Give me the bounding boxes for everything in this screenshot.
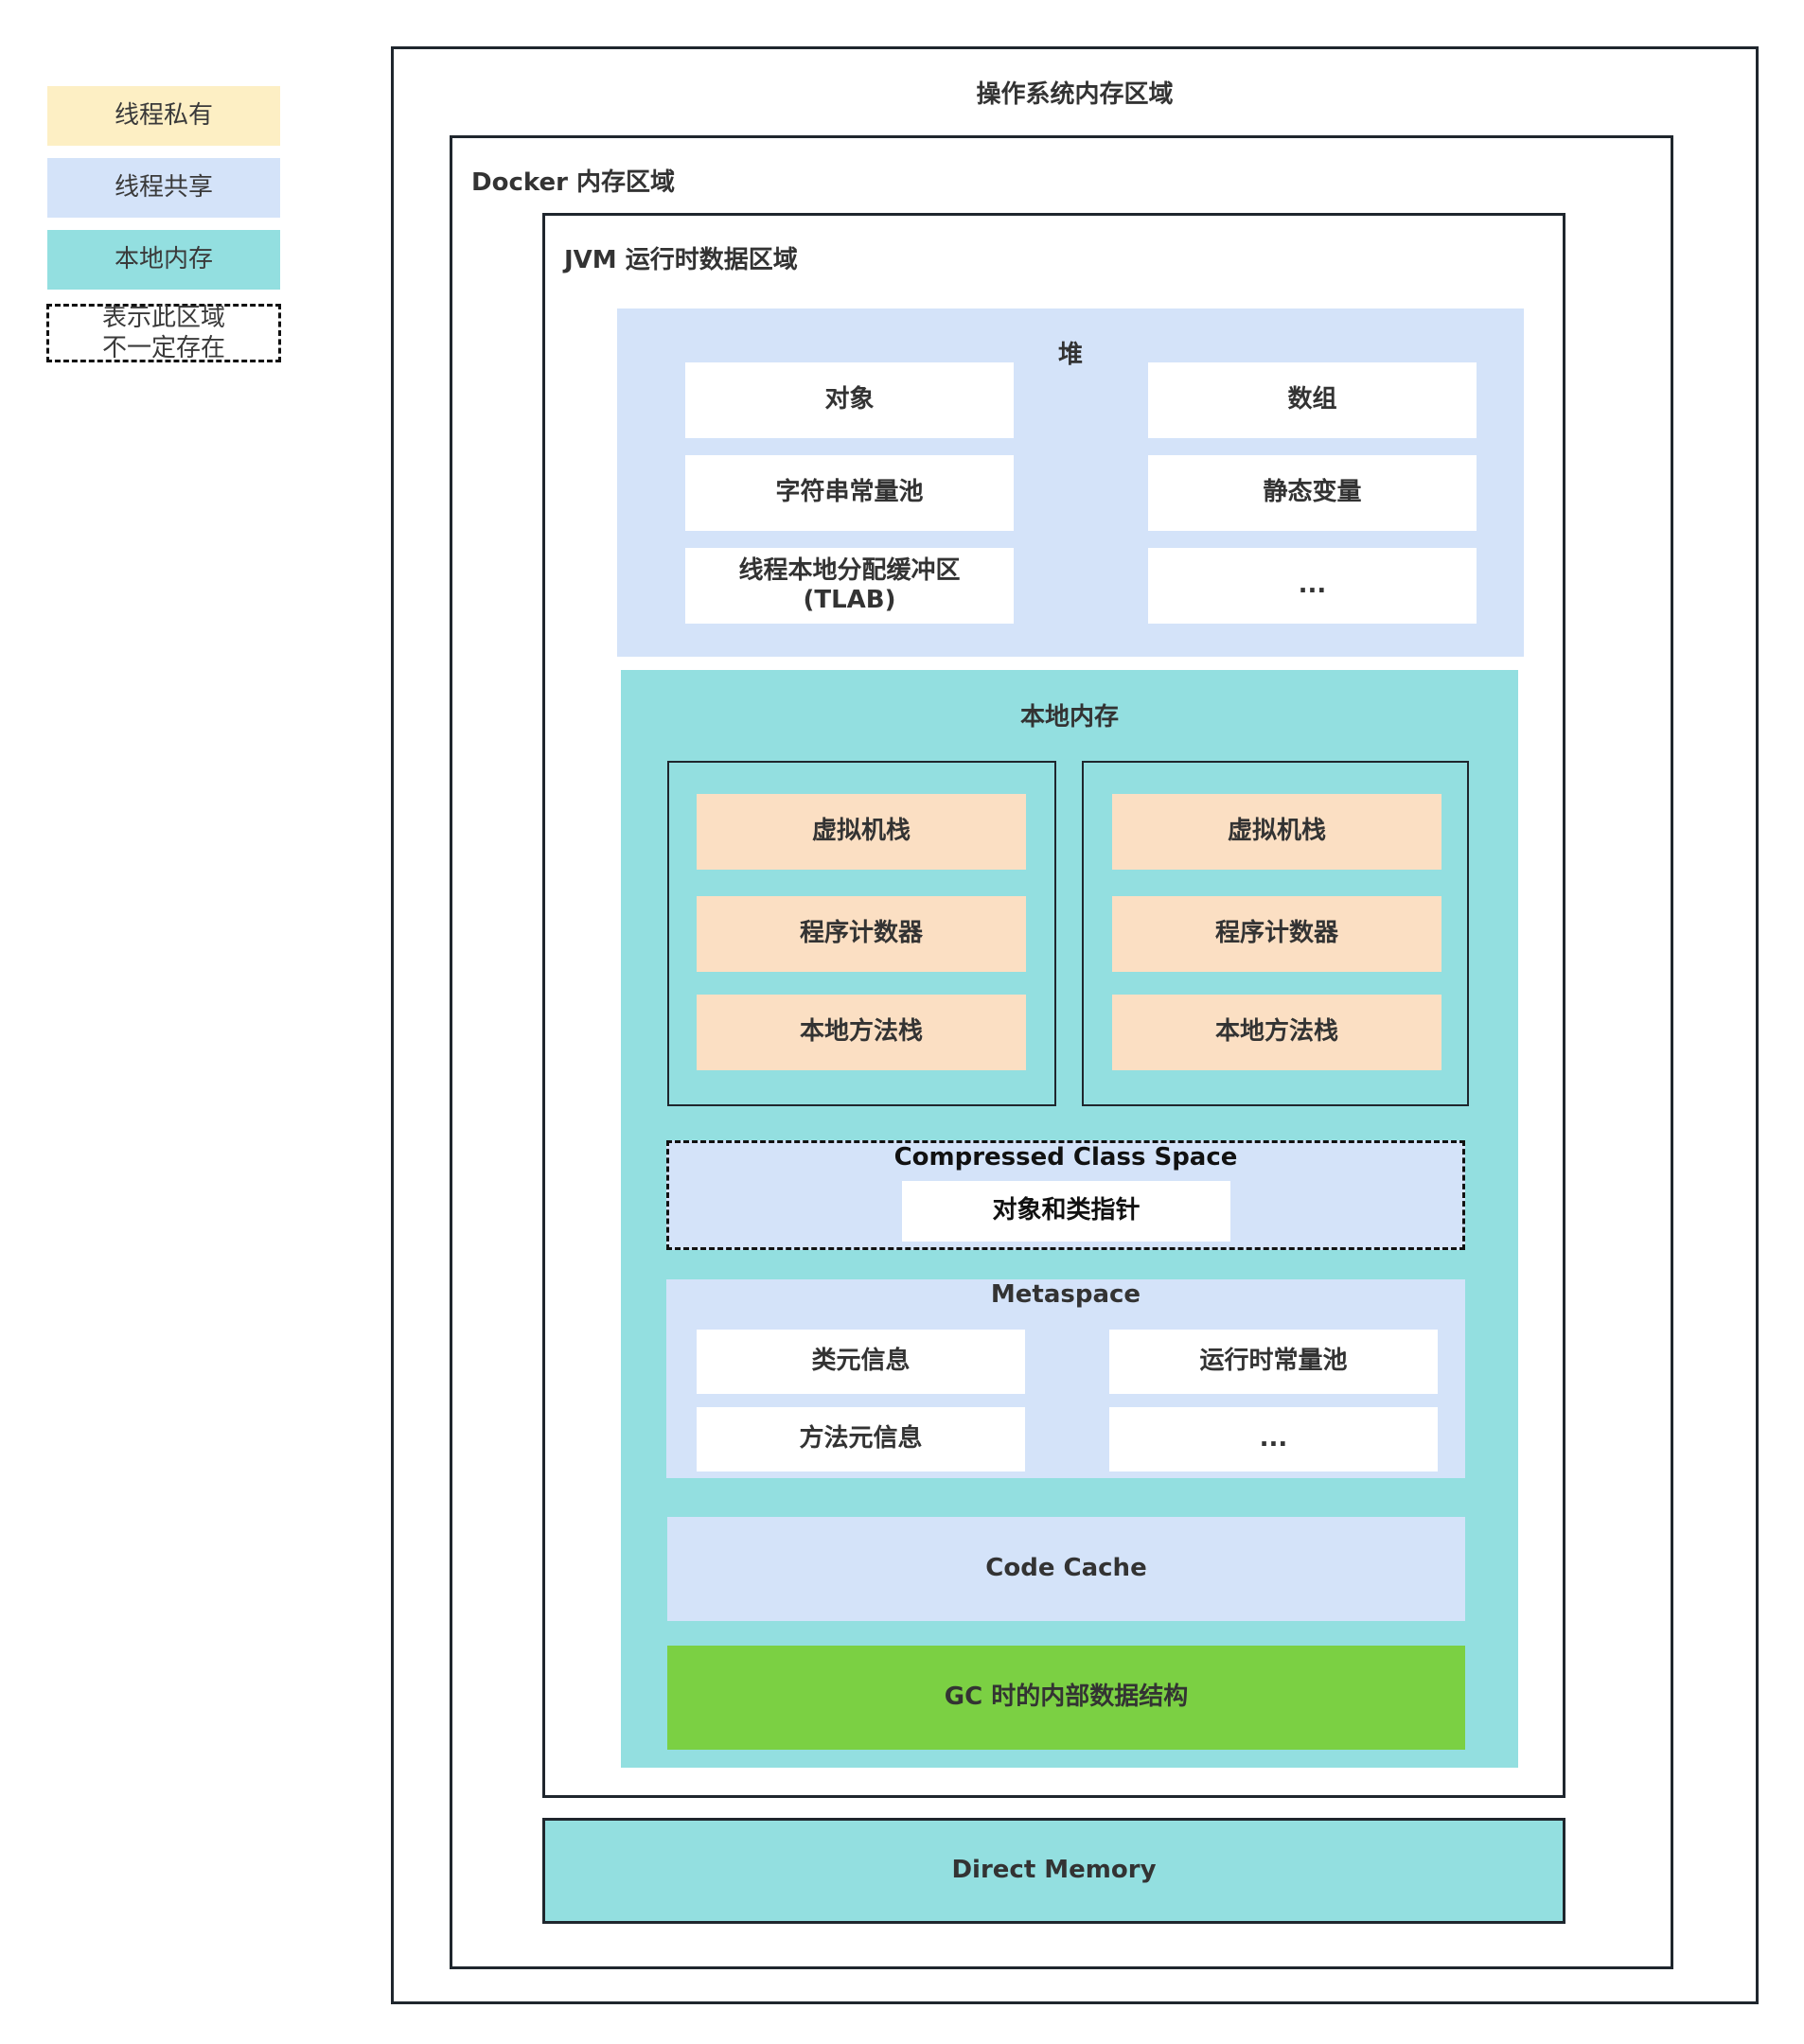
tlab-line1: 线程本地分配缓冲区 bbox=[738, 555, 961, 585]
metaspace: Metaspace 类元信息 运行时常量池 方法元信息 ... bbox=[666, 1279, 1465, 1478]
jvm-region-title: JVM 运行时数据区域 bbox=[564, 246, 798, 274]
legend-thread-shared: 线程共享 bbox=[47, 158, 280, 218]
native-method-stack: 本地方法栈 bbox=[1112, 995, 1441, 1070]
legend-optional-line1: 表示此区域 bbox=[101, 303, 225, 332]
thread-stack-group-1: 虚拟机栈 程序计数器 本地方法栈 bbox=[667, 761, 1056, 1106]
legend-optional-region: 表示此区域 不一定存在 bbox=[46, 304, 281, 362]
docker-region-title: Docker 内存区域 bbox=[471, 168, 675, 197]
native-method-stack: 本地方法栈 bbox=[697, 995, 1026, 1070]
tlab-line2: (TLAB) bbox=[803, 586, 896, 614]
heap-region: 堆 对象 数组 字符串常量池 静态变量 线程本地分配缓冲区 (TLAB) ... bbox=[617, 308, 1524, 657]
metaspace-item-more: ... bbox=[1109, 1407, 1438, 1471]
heap-item-objects: 对象 bbox=[685, 362, 1014, 438]
legend-thread-private: 线程私有 bbox=[47, 86, 280, 146]
native-memory-region: 本地内存 虚拟机栈 程序计数器 本地方法栈 虚拟机栈 程序计数器 本地方法栈 C… bbox=[621, 670, 1518, 1768]
metaspace-item-method-metadata: 方法元信息 bbox=[697, 1407, 1025, 1471]
native-memory-title: 本地内存 bbox=[1019, 703, 1119, 731]
heap-item-string-pool: 字符串常量池 bbox=[685, 455, 1014, 531]
compressed-class-space-title: Compressed Class Space bbox=[893, 1143, 1238, 1172]
metaspace-title: Metaspace bbox=[990, 1280, 1141, 1309]
vm-stack: 虚拟机栈 bbox=[697, 794, 1026, 870]
metaspace-item-class-metadata: 类元信息 bbox=[697, 1330, 1025, 1394]
program-counter: 程序计数器 bbox=[697, 896, 1026, 972]
heap-item-static-vars: 静态变量 bbox=[1148, 455, 1477, 531]
heap-item-arrays: 数组 bbox=[1148, 362, 1477, 438]
direct-memory: Direct Memory bbox=[542, 1818, 1565, 1924]
vm-stack: 虚拟机栈 bbox=[1112, 794, 1441, 870]
compressed-class-space: Compressed Class Space 对象和类指针 bbox=[666, 1140, 1465, 1250]
code-cache: Code Cache bbox=[667, 1517, 1465, 1621]
object-class-pointer: 对象和类指针 bbox=[902, 1181, 1230, 1242]
metaspace-item-runtime-constant-pool: 运行时常量池 bbox=[1109, 1330, 1438, 1394]
program-counter: 程序计数器 bbox=[1112, 896, 1441, 972]
thread-stack-group-2: 虚拟机栈 程序计数器 本地方法栈 bbox=[1082, 761, 1469, 1106]
legend-native-memory: 本地内存 bbox=[47, 230, 280, 290]
legend-optional-line2: 不一定存在 bbox=[101, 334, 225, 362]
heap-item-tlab: 线程本地分配缓冲区 (TLAB) bbox=[685, 548, 1014, 624]
gc-internal-structures: GC 时的内部数据结构 bbox=[667, 1646, 1465, 1750]
os-region-title: 操作系统内存区域 bbox=[976, 80, 1174, 109]
heap-item-more: ... bbox=[1148, 548, 1477, 624]
heap-title: 堆 bbox=[1057, 341, 1083, 369]
